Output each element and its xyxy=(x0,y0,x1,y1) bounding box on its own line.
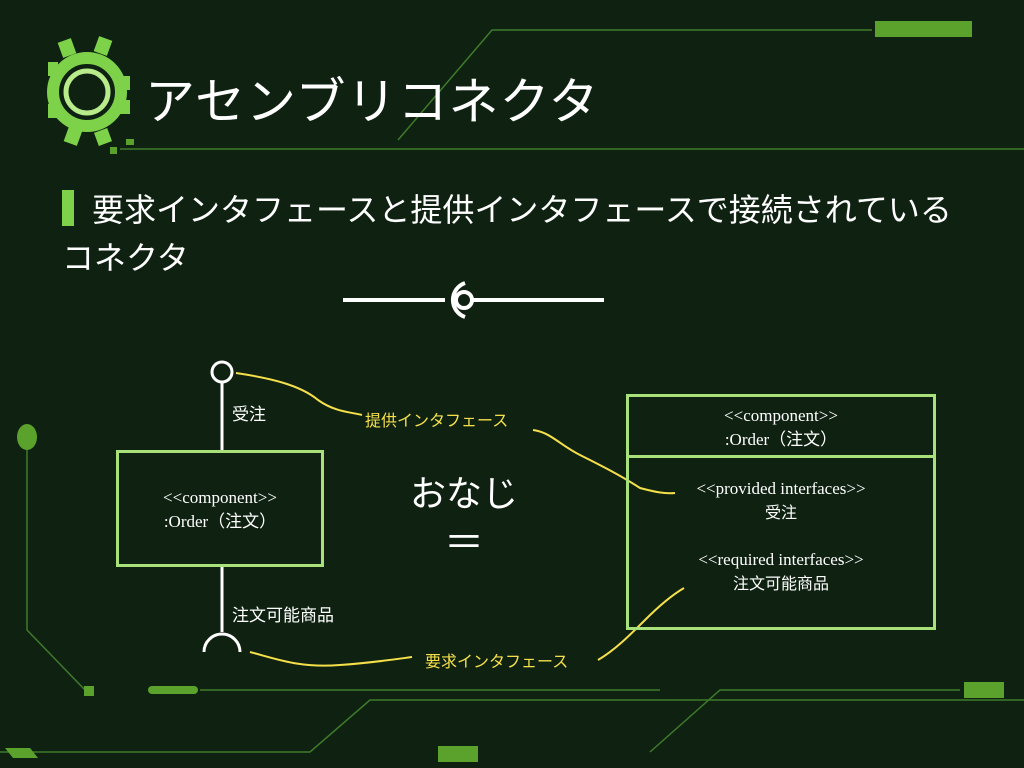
left-component-stereotype: <<component>> xyxy=(163,488,277,507)
gear-logo-icon xyxy=(47,36,130,146)
circuit-line-bottom-2 xyxy=(0,699,1024,753)
circuit-pad-left xyxy=(84,686,94,696)
right-component-stereotype: <<component>> xyxy=(724,406,838,425)
left-component-box xyxy=(116,450,324,567)
circuit-line-bottom-3 xyxy=(649,689,960,753)
assembly-connector-symbol xyxy=(343,281,604,319)
circuit-pad-bottom-right xyxy=(964,682,1004,698)
required-interface-label: 注文可能商品 xyxy=(232,606,334,626)
provided-interface-ball xyxy=(210,360,234,384)
slide-title: アセンブリコネクタ xyxy=(145,73,600,131)
bullet-marker xyxy=(62,190,74,226)
right-component-name: :Order（注文） xyxy=(724,430,838,449)
left-component-name: :Order（注文） xyxy=(163,512,277,531)
circuit-node-left xyxy=(17,424,37,450)
right-required-header: <<required interfaces>> xyxy=(698,550,864,569)
right-component-body-box xyxy=(626,455,936,630)
circuit-line-left xyxy=(26,450,86,691)
equals-sign: ＝ xyxy=(444,520,484,566)
right-provided-item: 受注 xyxy=(764,503,797,522)
circuit-pad-small-a xyxy=(110,147,117,154)
annotation-line-required-right xyxy=(597,587,685,661)
annotation-line-provided-right xyxy=(532,429,676,495)
right-provided-header: <<provided interfaces>> xyxy=(696,479,866,498)
provided-interface-annotation: 提供インタフェース xyxy=(365,411,509,430)
circuit-line-top xyxy=(397,29,872,141)
circuit-pad-bottom-mid xyxy=(438,746,478,762)
annotation-line-required-left xyxy=(249,651,413,667)
same-label: おなじ xyxy=(410,474,519,515)
circuit-pad-bar xyxy=(148,686,198,694)
required-interface-socket xyxy=(202,632,242,653)
circuit-pad-small-b xyxy=(126,139,134,145)
circuit-pad-bottom-left xyxy=(5,748,38,758)
annotation-line-provided-left xyxy=(235,372,363,416)
right-required-item: 注文可能商品 xyxy=(732,574,829,593)
circuit-pad-top-right xyxy=(875,21,972,37)
provided-interface-label: 受注 xyxy=(232,405,266,425)
slide-subtitle: 要求インタフェースと提供インタフェースで接続されているコネクタ xyxy=(62,191,952,277)
required-interface-annotation: 要求インタフェース xyxy=(425,652,569,671)
